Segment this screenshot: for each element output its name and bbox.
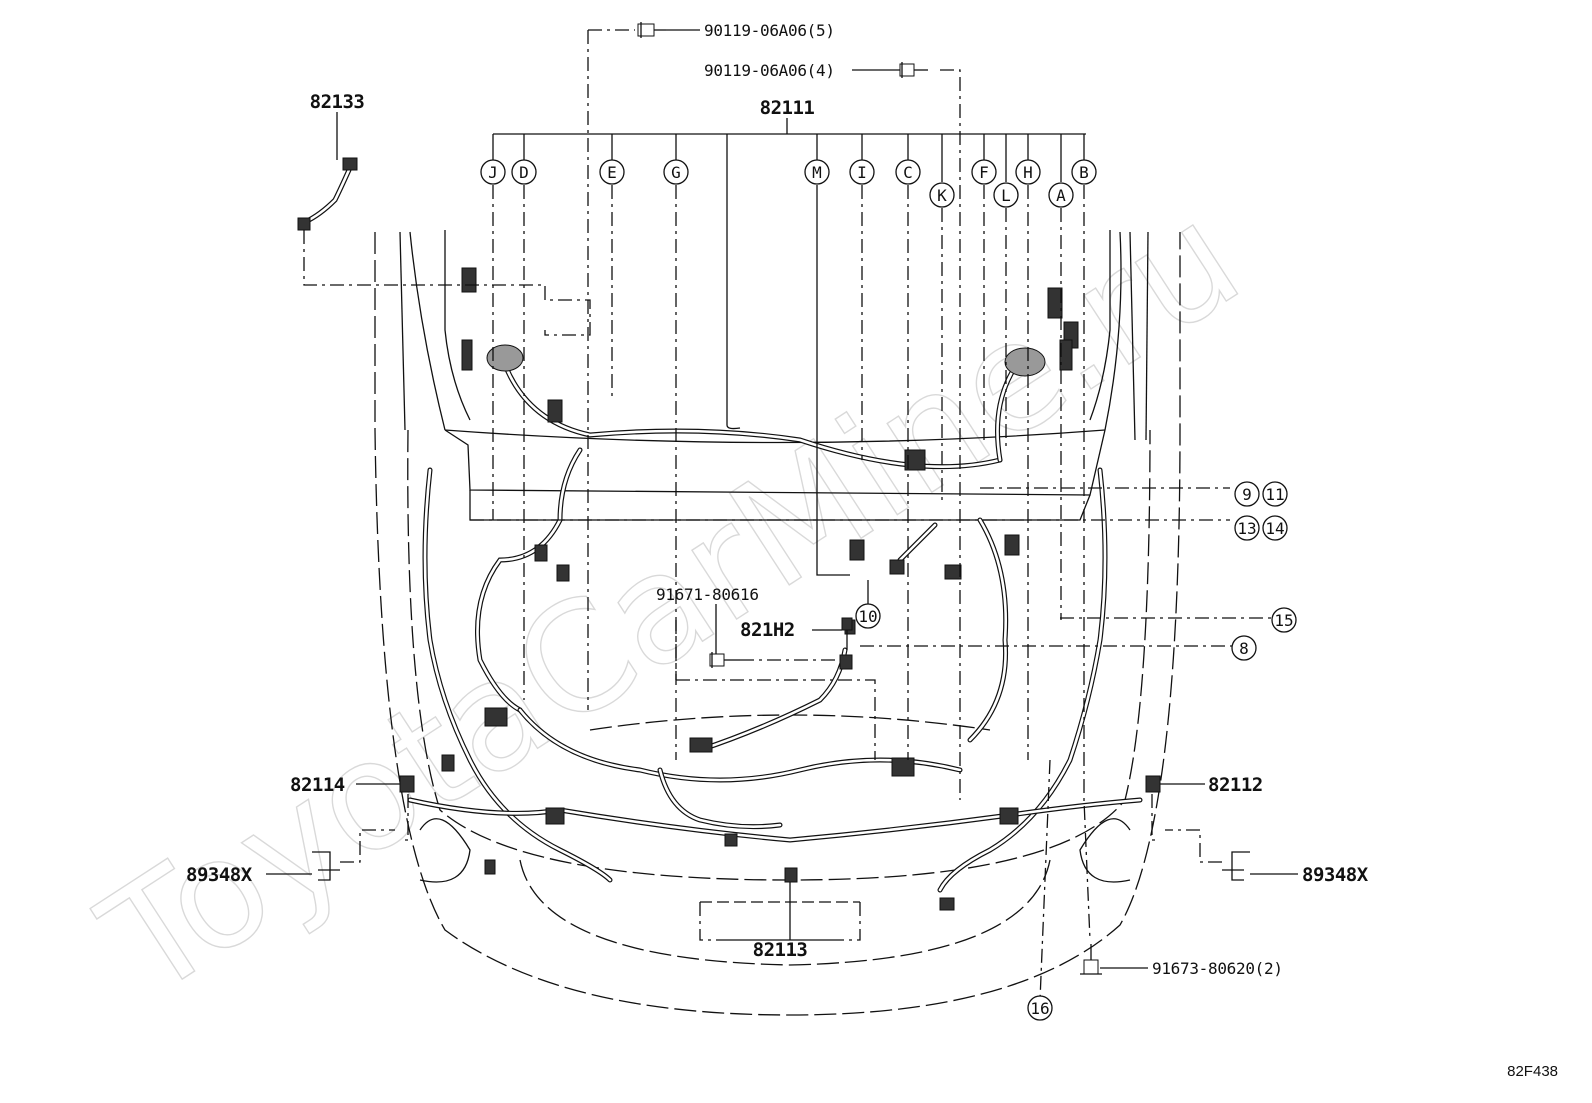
callout-11: 11 — [1262, 481, 1288, 507]
part-labels: 90119-06A06(5) 90119-06A06(4) 82111 8213… — [186, 21, 1369, 978]
svg-text:9: 9 — [1242, 485, 1252, 504]
callout-label: F — [979, 163, 989, 182]
callout-label: A — [1056, 186, 1066, 205]
callout-l: L — [993, 182, 1019, 208]
callout-g: G — [663, 159, 689, 185]
callout-15: 15 — [1271, 607, 1297, 633]
callout-i: I — [849, 159, 875, 185]
bracket-right-icon — [1165, 829, 1298, 881]
callout-16: 16 — [1027, 995, 1053, 1021]
part-label-82113: 82113 — [753, 939, 808, 961]
connector-821h2-icon — [812, 617, 853, 650]
svg-text:15: 15 — [1274, 611, 1293, 630]
callout-label: I — [857, 163, 867, 182]
callout-label: G — [671, 163, 681, 182]
svg-text:16: 16 — [1030, 999, 1049, 1018]
svg-text:10: 10 — [858, 607, 877, 626]
callout-d: D — [511, 159, 537, 185]
callout-14: 14 — [1262, 515, 1288, 541]
callout-8: 8 — [1231, 635, 1257, 661]
bolt-top-5-icon — [637, 22, 700, 38]
callout-10: 10 — [855, 603, 881, 629]
part-label-bracket-left: 89348X — [186, 864, 253, 886]
harness-82113-bracket — [699, 882, 861, 941]
callout-label: L — [1001, 186, 1011, 205]
callout-label: B — [1079, 163, 1089, 182]
callout-f: F — [971, 159, 997, 185]
part-label-82114: 82114 — [290, 774, 345, 796]
part-label-82112: 82112 — [1208, 774, 1263, 796]
harness-82114-connector — [356, 775, 415, 841]
svg-text:11: 11 — [1265, 485, 1284, 504]
callout-label: H — [1023, 163, 1033, 182]
main-harness-bracket — [492, 118, 1086, 425]
callout-label: M — [812, 163, 822, 182]
letter-callouts: J D E G M I C K FLH AB — [480, 159, 1097, 208]
callout-label: C — [903, 163, 913, 182]
callout-leaders — [470, 29, 1272, 1001]
part-label-main-harness: 82111 — [760, 97, 815, 119]
callout-j: J — [480, 159, 506, 185]
diagram-code: 82F438 — [1507, 1063, 1558, 1080]
part-label-bolt-center: 91671-80616 — [656, 585, 759, 604]
part-label-82133: 82133 — [310, 91, 365, 113]
svg-text:14: 14 — [1265, 519, 1284, 538]
harness-82112-connector — [1145, 775, 1205, 841]
part-label-bracket-right: 89348X — [1302, 864, 1369, 886]
bolt-bottom-icon — [1080, 944, 1148, 975]
callout-b: B — [1071, 159, 1097, 185]
part-label-bolt-top-4: 90119-06A06(4) — [704, 61, 835, 80]
sub-harness-82133 — [297, 112, 591, 336]
callout-label: J — [488, 163, 498, 182]
callout-h: H — [1015, 159, 1041, 185]
callout-13: 13 — [1234, 515, 1260, 541]
svg-text:13: 13 — [1237, 519, 1256, 538]
part-label-bolt-top-5: 90119-06A06(5) — [704, 21, 835, 40]
svg-text:8: 8 — [1239, 639, 1249, 658]
bracket-left-icon — [266, 829, 395, 881]
callout-label: E — [607, 163, 617, 182]
callout-label: K — [937, 186, 947, 205]
main-harness-bundle — [407, 267, 1143, 911]
callout-a: A — [1048, 182, 1074, 208]
callout-m: M — [804, 159, 830, 185]
callout-c: C — [895, 159, 921, 185]
callout-k: K — [929, 182, 955, 208]
number-callouts: 9 11 13 14 10 15 8 16 — [855, 481, 1297, 1021]
bolt-center-icon — [709, 604, 740, 668]
part-label-bolt-bottom: 91673-80620(2) — [1152, 959, 1283, 978]
callout-9: 9 — [1234, 481, 1260, 507]
part-label-connector-821h2: 821H2 — [740, 619, 795, 641]
callout-label: D — [519, 163, 529, 182]
callout-e: E — [599, 159, 625, 185]
bolt-top-4-icon — [852, 62, 928, 78]
